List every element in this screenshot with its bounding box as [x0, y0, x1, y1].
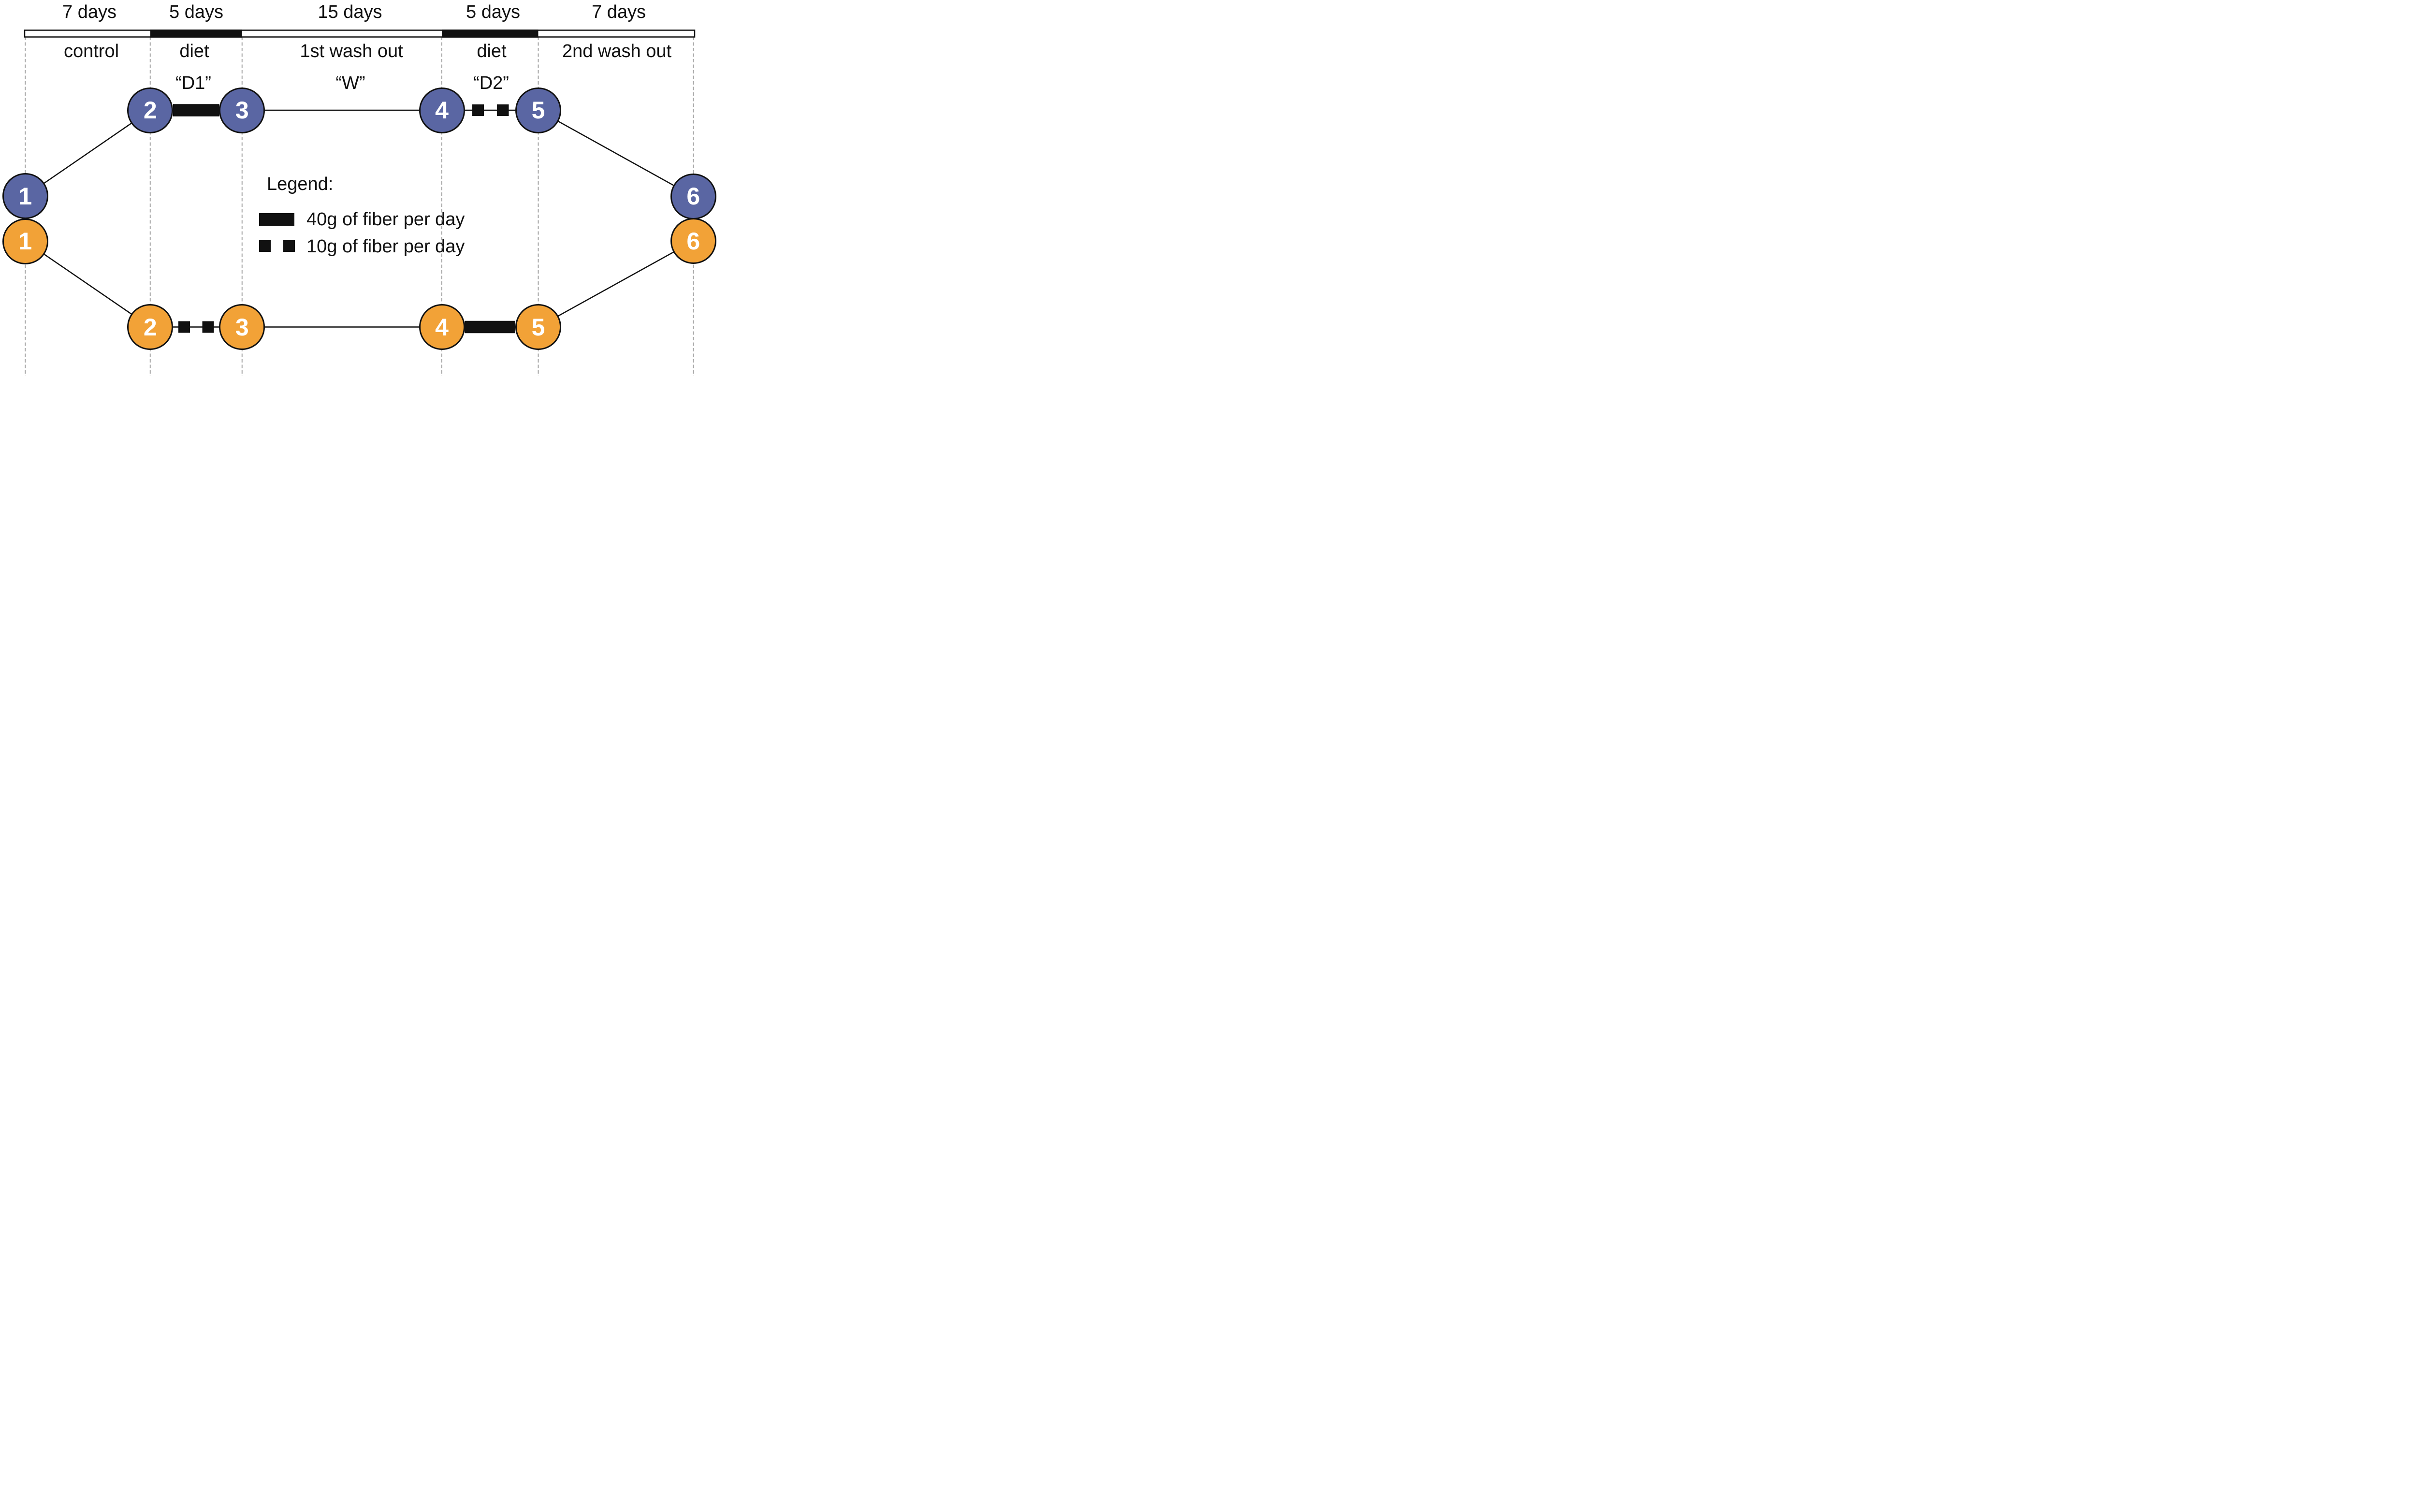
phase-label-diet1: diet	[179, 41, 209, 61]
phase-code-d2: “D2”	[473, 73, 509, 93]
connector-layer	[24, 29, 696, 376]
phase-label-washout2: 2nd wash out	[562, 41, 672, 61]
duration-label-5: 7 days	[592, 2, 646, 22]
blue-node-1: 1	[2, 173, 48, 219]
orange-node-5: 5	[515, 304, 561, 350]
orange-arm-10g-connector	[178, 321, 214, 333]
blue-node-3: 3	[219, 87, 265, 133]
timeline-diet1-segment	[150, 29, 242, 38]
blue-node-5: 5	[515, 87, 561, 133]
timeline-diet2-segment	[442, 29, 539, 38]
phase-label-washout1: 1st wash out	[300, 41, 403, 61]
legend-title: Legend:	[267, 174, 334, 194]
blue-node-6: 6	[670, 173, 716, 219]
timeline-bar	[24, 29, 696, 38]
legend-10g-swatch-icon	[283, 240, 295, 252]
legend-10g-swatch-icon	[259, 240, 271, 252]
phase-code-w: “W”	[335, 73, 365, 93]
duration-label-4: 5 days	[466, 2, 520, 22]
legend-10g-label: 10g of fiber per day	[306, 236, 465, 257]
duration-label-1: 7 days	[62, 2, 116, 22]
orange-node-4: 4	[419, 304, 465, 350]
legend-40g-swatch-icon	[259, 213, 294, 226]
duration-label-3: 15 days	[318, 2, 382, 22]
orange-node-3: 3	[219, 304, 265, 350]
phase-label-control: control	[63, 41, 119, 61]
blue-node-2: 2	[127, 87, 174, 133]
legend-40g-label: 40g of fiber per day	[306, 209, 465, 230]
orange-arm-40g-connector	[465, 320, 515, 334]
blue-arm-40g-connector	[173, 104, 219, 116]
orange-node-1: 1	[2, 218, 48, 264]
blue-node-4: 4	[419, 87, 465, 133]
blue-arm-10g-connector	[472, 104, 509, 116]
orange-node-2: 2	[127, 304, 174, 350]
study-design-figure: 7 days 5 days 15 days 5 days 7 days cont…	[0, 0, 720, 378]
phase-code-d1: “D1”	[175, 73, 211, 93]
orange-node-6: 6	[670, 218, 716, 264]
duration-label-2: 5 days	[169, 2, 223, 22]
phase-label-diet2: diet	[477, 41, 507, 61]
